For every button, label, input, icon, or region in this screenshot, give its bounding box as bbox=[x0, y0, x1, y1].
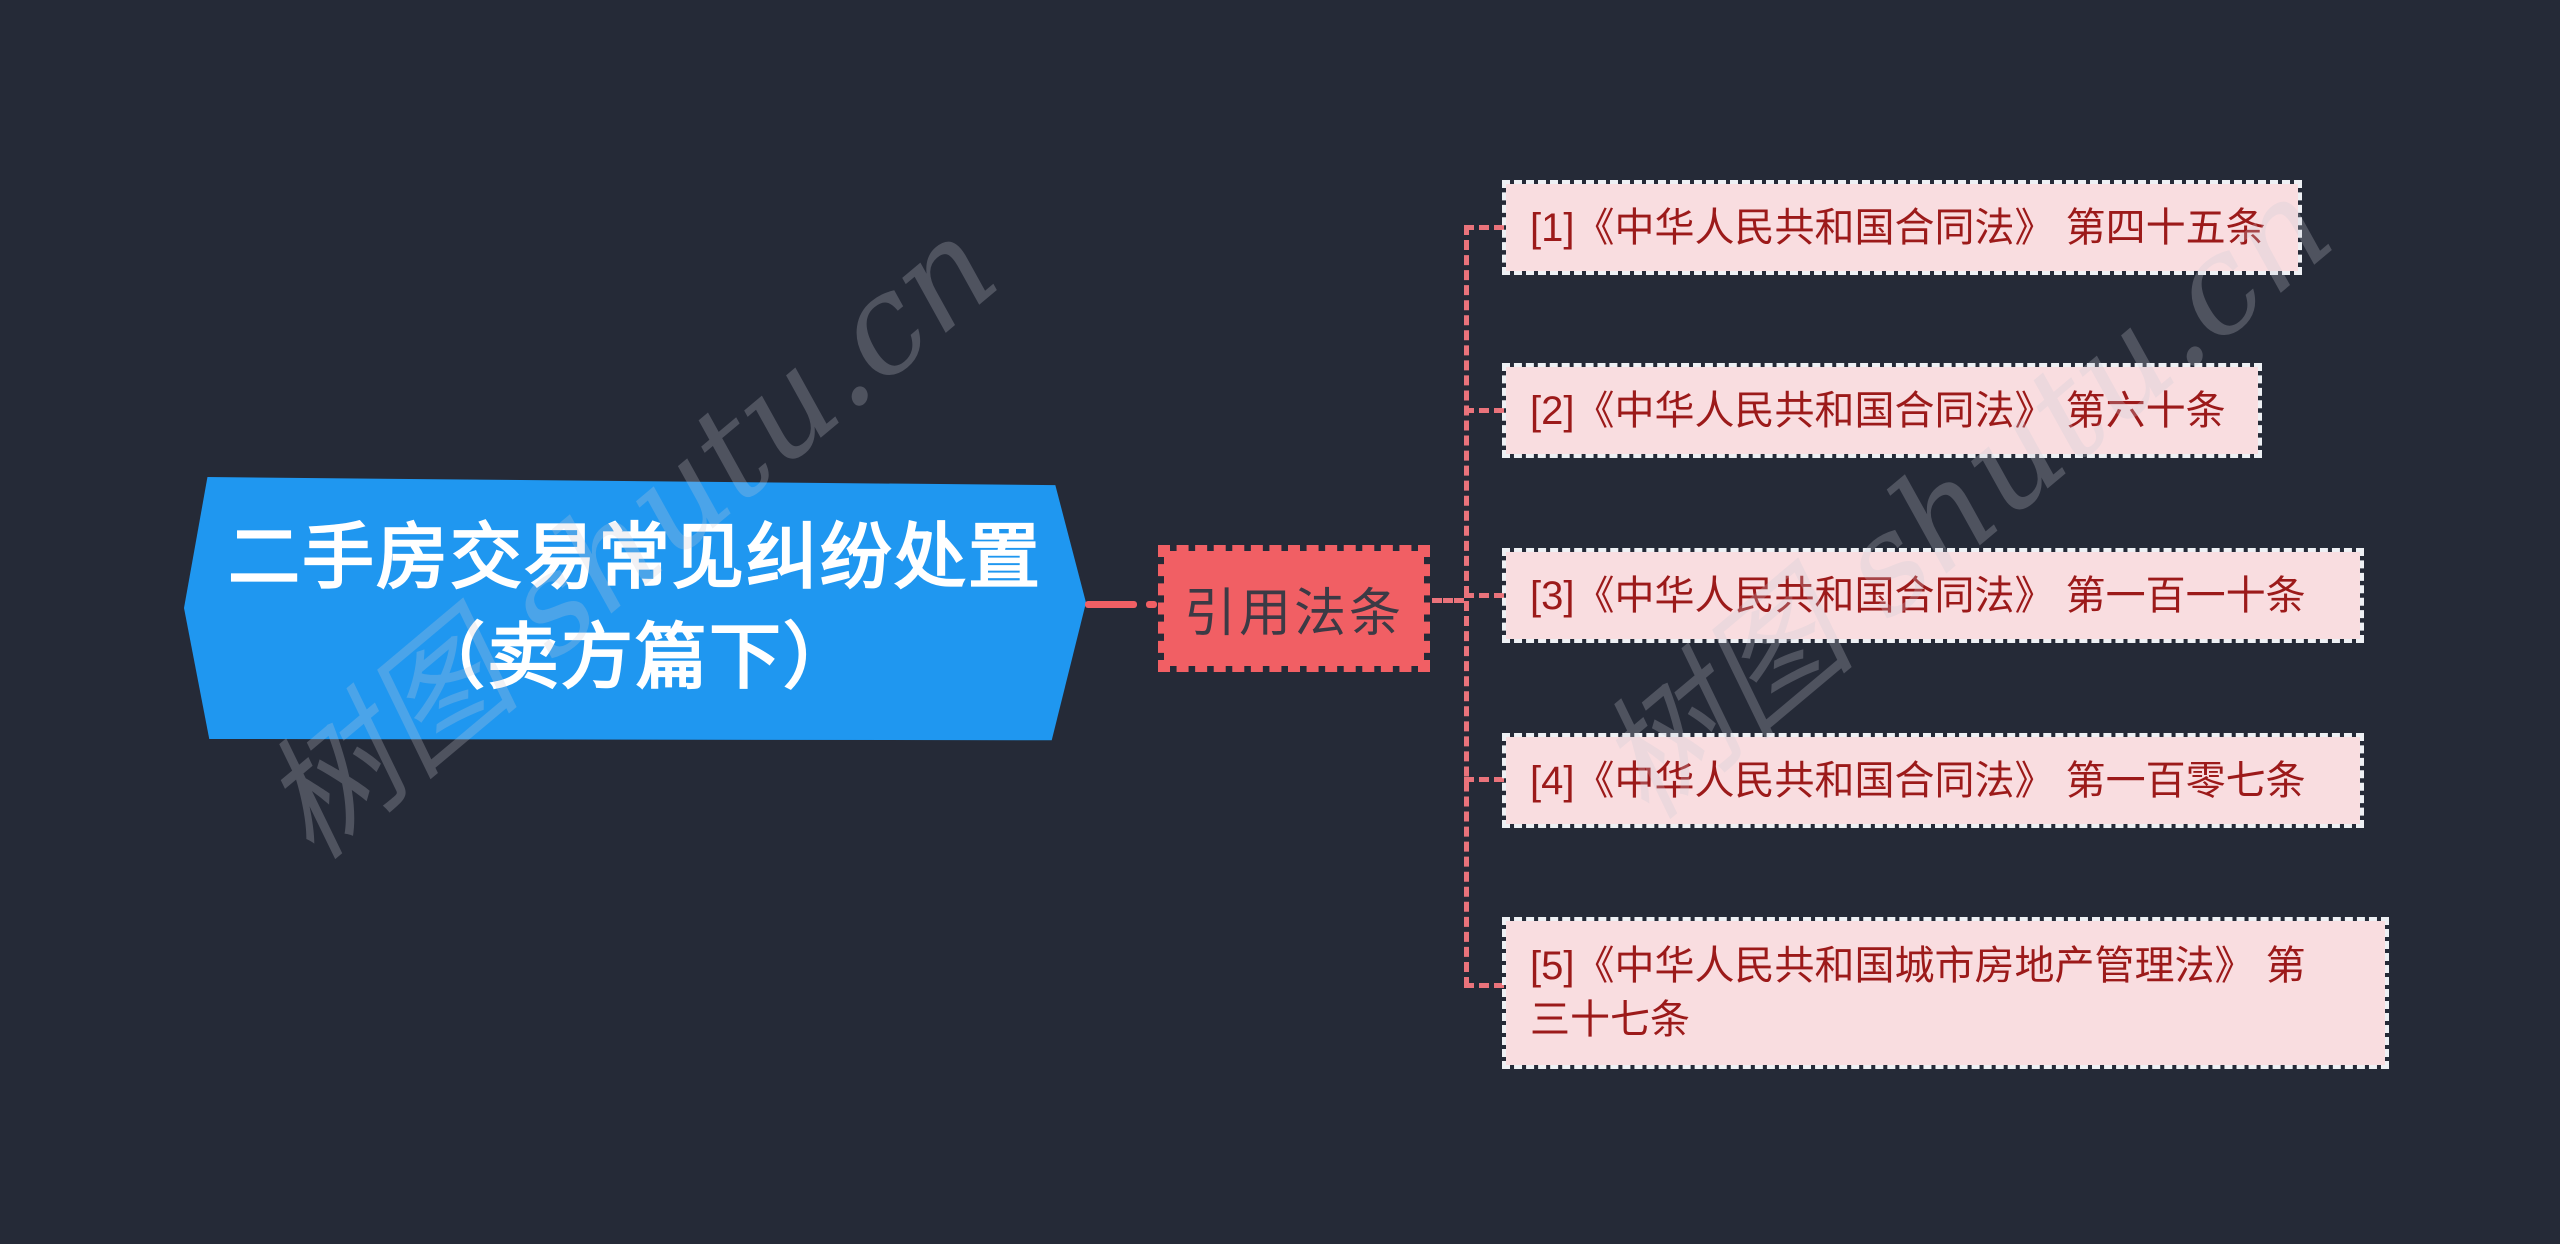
leaf-node-1-label: [1]《中华人民共和国合同法》 第四十五条 bbox=[1530, 205, 2266, 250]
leaf-node-5[interactable]: [5]《中华人民共和国城市房地产管理法》 第 三十七条 bbox=[1502, 917, 2389, 1069]
connector-stub-leaf-5 bbox=[1464, 983, 1504, 988]
leaf-node-2[interactable]: [2]《中华人民共和国合同法》 第六十条 bbox=[1502, 363, 2262, 458]
connector-stub-leaf-2 bbox=[1464, 408, 1504, 413]
leaf-node-5-label: [5]《中华人民共和国城市房地产管理法》 第 bbox=[1530, 944, 2306, 988]
leaf-node-5-label-line2: 三十七条 bbox=[1530, 998, 1690, 1042]
connector-stub-leaf-3 bbox=[1464, 593, 1504, 598]
connector-root-to-branch-dash bbox=[1146, 601, 1157, 608]
leaf-node-3[interactable]: [3]《中华人民共和国合同法》 第一百一十条 bbox=[1502, 548, 2364, 643]
connector-root-to-branch bbox=[1085, 601, 1137, 608]
leaf-node-2-label: [2]《中华人民共和国合同法》 第六十条 bbox=[1530, 388, 2226, 433]
branch-node-cited-laws[interactable]: 引用法条 bbox=[1158, 545, 1430, 672]
leaf-node-4-label: [4]《中华人民共和国合同法》 第一百零七条 bbox=[1530, 758, 2306, 803]
leaf-node-1[interactable]: [1]《中华人民共和国合同法》 第四十五条 bbox=[1502, 180, 2302, 275]
connector-vertical-line bbox=[1464, 225, 1469, 987]
root-topic-title-line2: （卖方篇下） bbox=[412, 618, 857, 698]
leaf-node-4[interactable]: [4]《中华人民共和国合同法》 第一百零七条 bbox=[1502, 733, 2364, 828]
connector-stub-leaf-1 bbox=[1464, 225, 1504, 230]
branch-node-label: 引用法条 bbox=[1183, 585, 1404, 643]
root-topic-node[interactable]: 二手房交易常见纠纷处置 （卖方篇下） bbox=[184, 477, 1086, 741]
root-topic-title-line1: 二手房交易常见纠纷处置 bbox=[227, 518, 1042, 598]
leaf-node-3-label: [3]《中华人民共和国合同法》 第一百一十条 bbox=[1530, 573, 2306, 618]
connector-branch-stub bbox=[1432, 598, 1464, 603]
connector-stub-leaf-4 bbox=[1464, 777, 1504, 782]
